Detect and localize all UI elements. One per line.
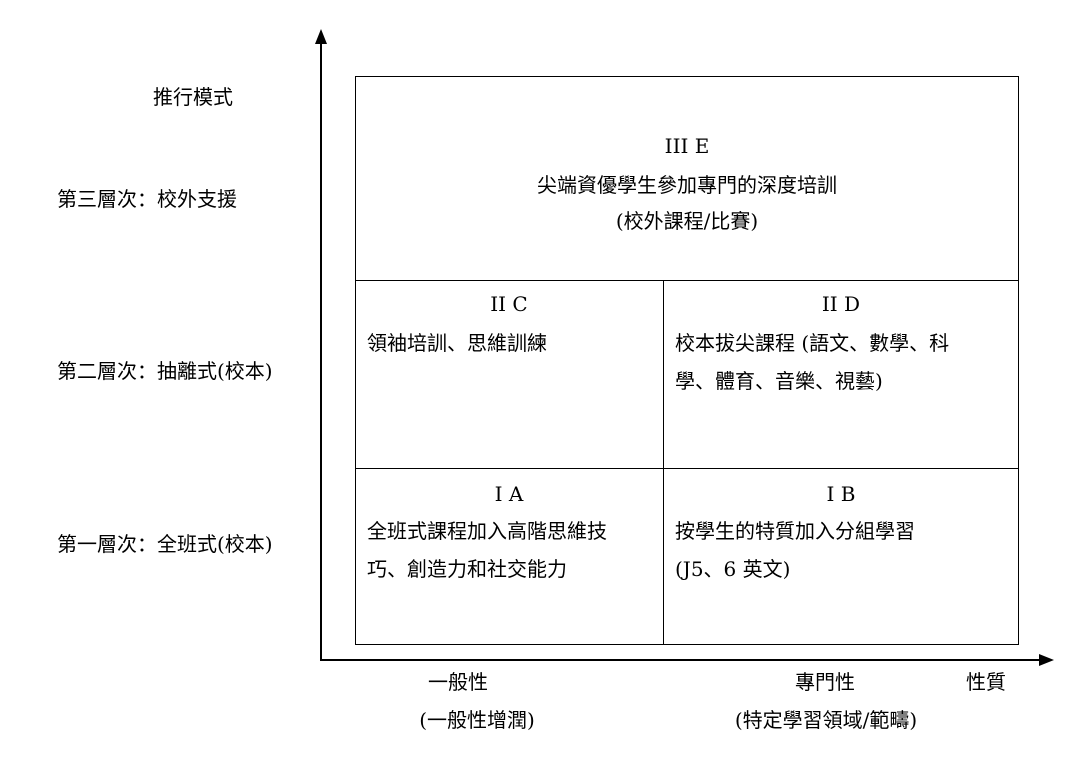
cell-IB-line2: (J5、6 英文): [675, 557, 791, 581]
x-general-sub: (一般性增潤): [419, 708, 535, 732]
x-specialized-label: 專門性: [795, 670, 855, 694]
x-axis-title: 性質: [966, 670, 1006, 694]
x-specialized-sub: (特定學習領域/範疇): [734, 708, 918, 732]
cell-IIIE-line2: (校外課程/比賽): [615, 209, 759, 233]
x-axis-arrow-icon: [1039, 654, 1054, 666]
cell-IB-code: I B: [826, 482, 856, 506]
y-axis-title: 推行模式: [153, 85, 233, 109]
cell-IA-line1: 全班式課程加入高階思維技: [367, 519, 607, 543]
cell-IIIE-line1: 尖端資優學生參加專門的深度培訓: [537, 173, 837, 197]
cell-IIIE-code: III E: [664, 134, 710, 158]
cell-IID-code: II D: [821, 292, 861, 316]
grid-box: [355, 76, 1019, 645]
level-3-label: 第三層次：校外支援: [57, 187, 237, 211]
y-axis-arrow-icon: [315, 29, 327, 44]
cell-IID-line2: 學、體育、音樂、視藝): [675, 369, 883, 393]
cell-IIC-code: II C: [490, 292, 528, 316]
cell-IID-line1: 校本拔尖課程 (語文、數學、科: [675, 331, 950, 355]
cell-IA-code: I A: [494, 482, 524, 506]
cell-IA-line2: 巧、創造力和社交能力: [367, 557, 567, 581]
x-general-label: 一般性: [428, 670, 488, 694]
cell-IB-line1: 按學生的特質加入分組學習: [675, 519, 915, 543]
level-1-label: 第一層次：全班式(校本): [57, 532, 273, 556]
level-2-label: 第二層次：抽離式(校本): [57, 359, 273, 383]
cell-IIC-line1: 領袖培訓、思維訓練: [367, 331, 547, 355]
